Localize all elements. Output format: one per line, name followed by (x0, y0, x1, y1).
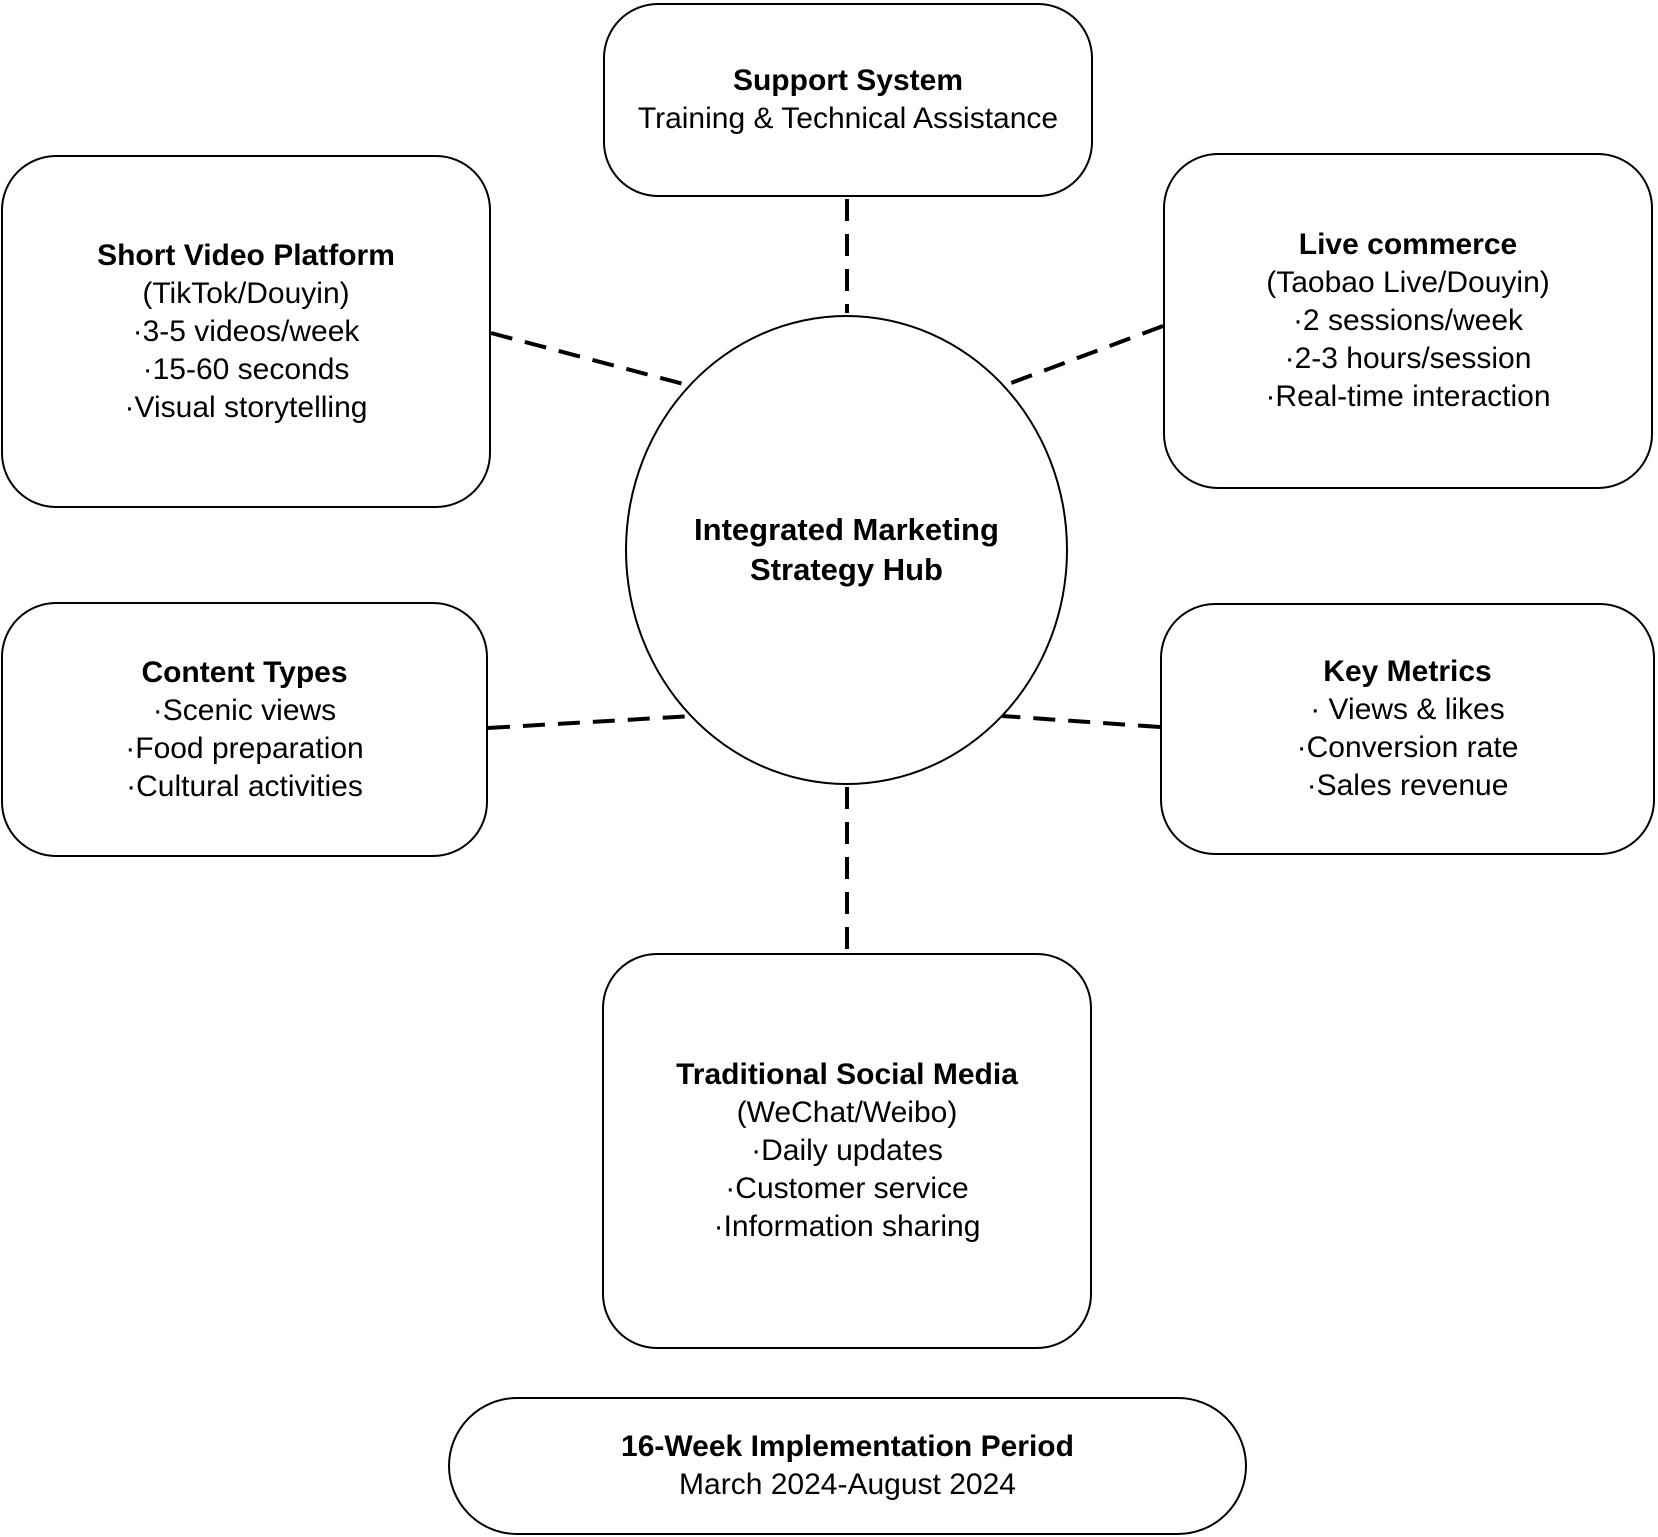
node-support-system: Support System Training & Technical Assi… (603, 3, 1093, 197)
key-metrics-title: Key Metrics (1323, 655, 1492, 688)
node-integrated-marketing-hub: Integrated Marketing Strategy Hub (625, 315, 1068, 785)
short-video-line: ·3-5 videos/week (132, 314, 360, 348)
traditional-social-line: ·Daily updates (751, 1134, 943, 1167)
node-content-types: Content Types ·Scenic views ·Food prepar… (1, 602, 488, 857)
connector-shortvideo-hub (490, 331, 692, 388)
node-implementation-period: 16-Week Implementation Period March 2024… (448, 1397, 1247, 1535)
node-live-commerce: Live commerce (Taobao Live/Douyin) ·2 se… (1163, 153, 1653, 489)
short-video-line: (TikTok/Douyin) (142, 276, 350, 310)
node-key-metrics: Key Metrics · Views & likes ·Conversion … (1160, 603, 1655, 855)
live-commerce-line: (Taobao Live/Douyin) (1266, 266, 1550, 299)
short-video-line: ·15-60 seconds (142, 352, 350, 386)
node-short-video-platform: Short Video Platform (TikTok/Douyin) ·3-… (1, 155, 491, 508)
content-types-title: Content Types (141, 655, 348, 689)
short-video-title: Short Video Platform (97, 238, 395, 272)
implementation-title: 16-Week Implementation Period (621, 1430, 1074, 1463)
key-metrics-line: ·Sales revenue (1306, 769, 1509, 802)
traditional-social-line: (WeChat/Weibo) (736, 1096, 958, 1129)
live-commerce-line: ·Real-time interaction (1265, 380, 1551, 413)
traditional-social-line: ·Information sharing (713, 1210, 981, 1243)
connector-livecommerce-hub (1002, 324, 1164, 388)
node-traditional-social-media: Traditional Social Media (WeChat/Weibo) … (602, 953, 1092, 1349)
traditional-social-line: ·Customer service (725, 1172, 969, 1205)
traditional-social-title: Traditional Social Media (676, 1058, 1018, 1091)
short-video-line: ·Visual storytelling (124, 390, 368, 424)
hub-title-line1: Integrated Marketing (694, 512, 999, 547)
hub-title-line2: Strategy Hub (750, 552, 943, 587)
live-commerce-title: Live commerce (1298, 228, 1518, 261)
content-types-line: ·Scenic views (152, 693, 337, 727)
implementation-line: March 2024-August 2024 (679, 1468, 1016, 1501)
key-metrics-line: ·Conversion rate (1296, 731, 1519, 764)
live-commerce-line: ·2-3 hours/session (1284, 342, 1532, 375)
live-commerce-line: ·2 sessions/week (1292, 304, 1524, 337)
connector-contenttypes-hub (487, 714, 694, 730)
key-metrics-line: · Views & likes (1310, 693, 1505, 726)
content-types-line: ·Food preparation (125, 731, 364, 765)
content-types-line: ·Cultural activities (126, 769, 363, 803)
connector-keymetrics-hub (1001, 714, 1161, 729)
support-system-title: Support System (732, 64, 964, 97)
support-system-line: Training & Technical Assistance (637, 102, 1059, 135)
